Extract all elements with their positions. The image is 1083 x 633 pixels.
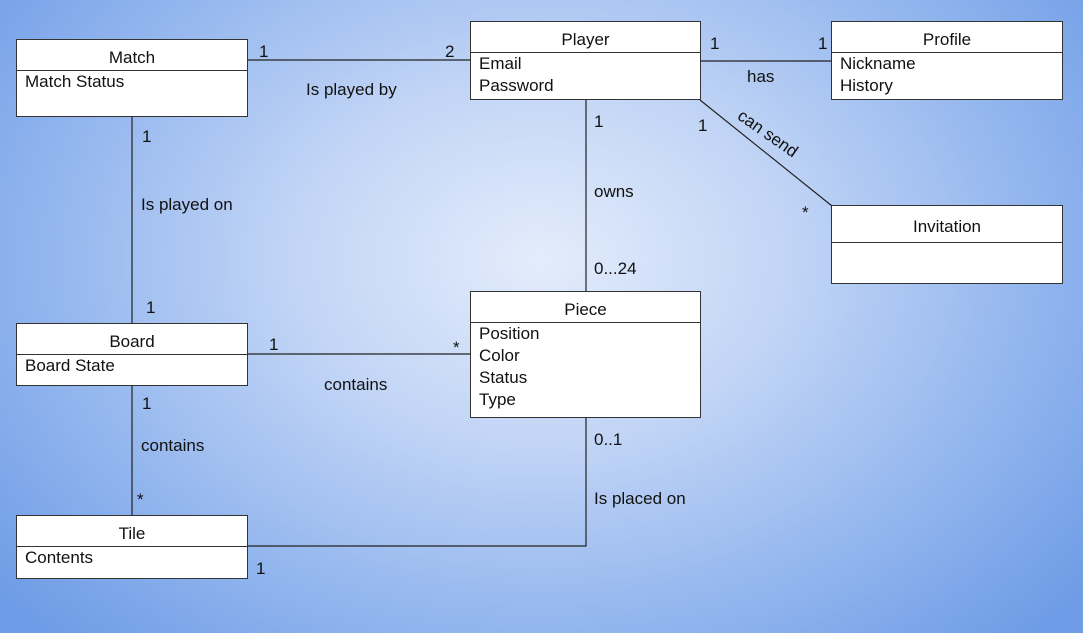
multiplicity-board-tile-a: 1 xyxy=(142,394,152,413)
association-label-board-tile: contains xyxy=(141,436,205,455)
association-label-player-profile: has xyxy=(747,67,775,86)
class-attributes: Board State xyxy=(17,355,247,377)
attribute: Nickname xyxy=(840,54,916,73)
class-name: Match xyxy=(17,40,247,71)
multiplicity-board-tile-b: * xyxy=(137,490,144,509)
multiplicity-player-invitation-b: * xyxy=(802,203,809,222)
multiplicity-player-piece-b: 0...24 xyxy=(594,259,637,278)
multiplicity-match-board-b: 1 xyxy=(146,298,156,317)
multiplicity-piece-tile-b: 1 xyxy=(256,559,266,578)
class-piece[interactable]: Piece Position Color Status Type xyxy=(470,291,701,418)
multiplicity-player-piece-a: 1 xyxy=(594,112,604,131)
attribute: Board State xyxy=(25,356,115,375)
class-player[interactable]: Player Email Password xyxy=(470,21,701,100)
class-name: Player xyxy=(471,22,700,53)
attribute: Password xyxy=(479,76,554,95)
class-name: Piece xyxy=(471,292,700,323)
attribute: Color xyxy=(479,346,520,365)
class-name: Invitation xyxy=(832,206,1062,243)
attribute: Status xyxy=(479,368,528,387)
class-tile[interactable]: Tile Contents xyxy=(16,515,248,579)
class-attributes: Position Color Status Type xyxy=(471,323,700,411)
multiplicity-match-player-a: 1 xyxy=(259,42,269,61)
class-name: Board xyxy=(17,324,247,355)
association-label-match-board: Is played on xyxy=(141,195,233,214)
attribute: Type xyxy=(479,390,516,409)
attribute: Match Status xyxy=(25,72,125,91)
class-board[interactable]: Board Board State xyxy=(16,323,248,386)
association-label-player-piece: owns xyxy=(594,182,634,201)
multiplicity-piece-tile-a: 0..1 xyxy=(594,430,623,449)
association-label-board-piece: contains xyxy=(324,375,388,394)
class-attributes: Contents xyxy=(17,547,247,569)
association-label-match-player: Is played by xyxy=(306,80,397,99)
multiplicity-player-profile-a: 1 xyxy=(710,34,720,53)
attribute: Position xyxy=(479,324,540,343)
class-profile[interactable]: Profile Nickname History xyxy=(831,21,1063,100)
edge-piece-tile xyxy=(247,418,587,547)
attribute: History xyxy=(840,76,893,95)
multiplicity-player-invitation-a: 1 xyxy=(698,116,708,135)
multiplicity-match-board-a: 1 xyxy=(142,127,152,146)
edge-player-invitation xyxy=(699,99,833,207)
class-name: Profile xyxy=(832,22,1062,53)
multiplicity-board-piece-a: 1 xyxy=(269,335,279,354)
class-name: Tile xyxy=(17,516,247,547)
attribute: Email xyxy=(479,54,522,73)
class-attributes: Email Password xyxy=(471,53,700,97)
class-match[interactable]: Match Match Status xyxy=(16,39,248,117)
multiplicity-match-player-b: 2 xyxy=(445,42,455,61)
attribute: Contents xyxy=(25,548,94,567)
multiplicity-player-profile-b: 1 xyxy=(818,34,828,53)
association-label-piece-tile: Is placed on xyxy=(594,489,686,508)
class-invitation[interactable]: Invitation xyxy=(831,205,1063,284)
class-attributes: Nickname History xyxy=(832,53,1062,97)
class-attributes: Match Status xyxy=(17,71,247,93)
multiplicity-board-piece-b: * xyxy=(453,338,460,357)
